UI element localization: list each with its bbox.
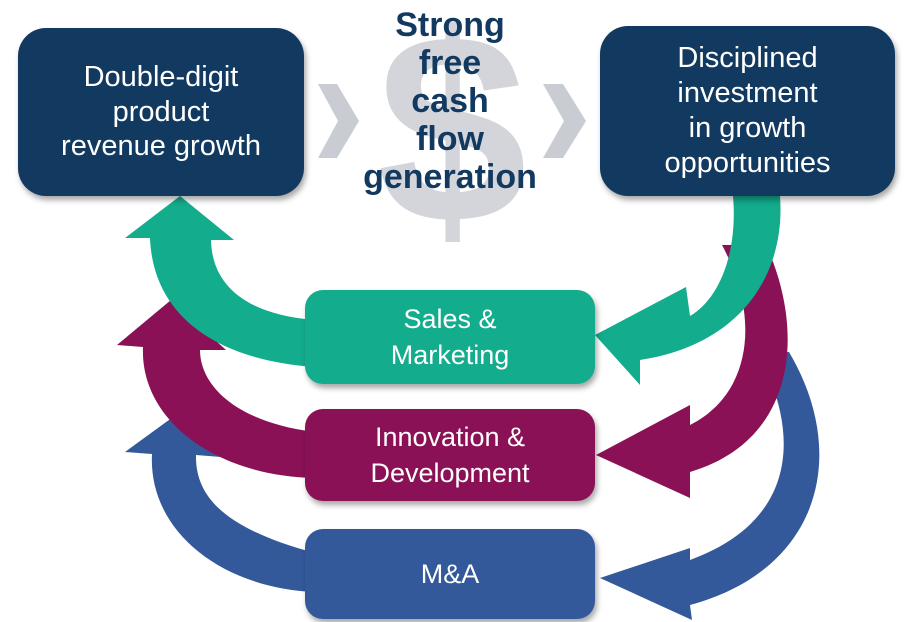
dollar-sign-icon: $ xyxy=(377,0,527,280)
ma-loop-left-arrow xyxy=(125,417,315,592)
ma-box: M&A xyxy=(305,529,595,619)
disciplined-investment-label: Disciplined investment in growth opportu… xyxy=(664,42,831,179)
revenue-growth-label: Double-digit product revenue growth xyxy=(61,60,261,163)
innovation-loop-right-arrow xyxy=(596,245,788,498)
ma-label: M&A xyxy=(420,558,480,589)
innovation-development-box: Innovation & Development xyxy=(305,409,595,501)
arrow-right-icon xyxy=(543,84,586,158)
sales-marketing-box: Sales & Marketing xyxy=(305,290,595,384)
sales-marketing-label: Sales & Marketing xyxy=(390,303,510,370)
free-cash-flow-label: Strong free cash flow generation xyxy=(363,6,537,197)
revenue-growth-box: Double-digit product revenue growth xyxy=(18,28,304,196)
innovation-development-label: Innovation & Development xyxy=(370,421,530,488)
sales-loop-left-arrow xyxy=(125,196,315,367)
disciplined-investment-box: Disciplined investment in growth opportu… xyxy=(600,26,895,196)
innovation-loop-left-arrow xyxy=(117,300,315,478)
arrow-right-icon xyxy=(318,84,359,158)
ma-loop-right-arrow xyxy=(600,352,820,620)
sales-loop-right-arrow xyxy=(595,196,781,385)
